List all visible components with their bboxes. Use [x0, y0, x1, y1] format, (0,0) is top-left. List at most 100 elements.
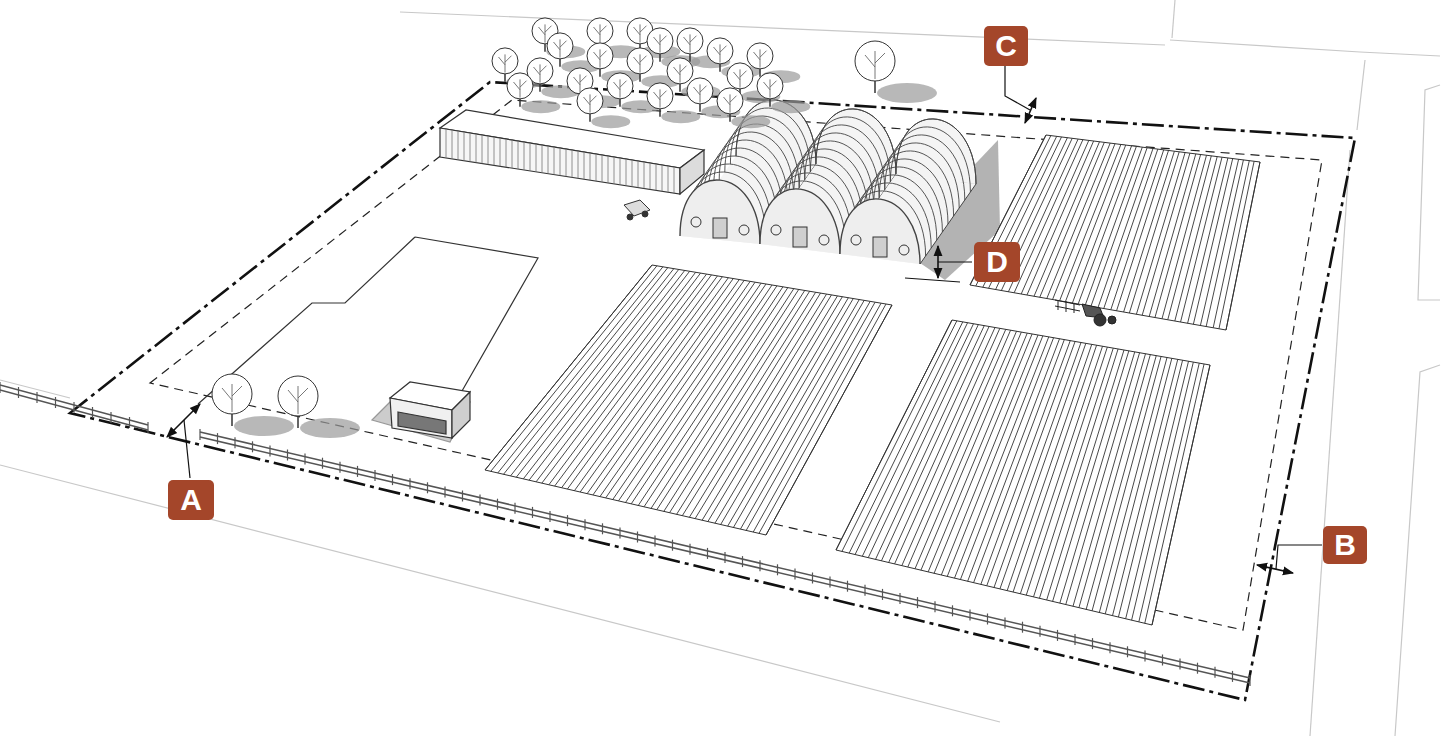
fence-post — [92, 407, 93, 418]
fence-post — [1197, 663, 1198, 674]
crop-row — [1020, 346, 1102, 594]
crop-row — [1136, 153, 1185, 315]
tree-branches — [654, 89, 667, 107]
crop-row — [689, 294, 826, 517]
crop-row — [1152, 365, 1210, 625]
fence-post — [36, 392, 37, 403]
tree-crown — [757, 73, 783, 99]
crop-row — [987, 341, 1075, 585]
cart — [624, 200, 650, 220]
dimension-arrow — [1257, 565, 1293, 573]
road-edge — [1357, 60, 1365, 130]
crop-row — [1085, 147, 1142, 305]
tree-branches — [554, 39, 567, 57]
crop-row — [1168, 156, 1212, 320]
tree-branches — [222, 384, 242, 412]
fence-post — [269, 445, 270, 456]
tree-branches — [594, 24, 607, 42]
tree-branches — [724, 94, 737, 112]
crop-row — [1118, 360, 1182, 617]
siding-line — [488, 136, 489, 164]
fence-post — [917, 597, 918, 608]
siding-line — [608, 156, 609, 183]
fence-post — [619, 527, 620, 538]
tree-crown — [717, 88, 743, 114]
fence-post — [934, 601, 935, 612]
road-edge — [1395, 365, 1440, 736]
fence-post — [724, 552, 725, 563]
fence-post — [969, 609, 970, 620]
leader-line — [1005, 66, 1030, 110]
fence-post — [217, 433, 218, 444]
tree-shadow — [661, 110, 700, 123]
property-line — [70, 82, 1355, 700]
fence-post — [199, 429, 200, 440]
fence-post — [0, 382, 1, 393]
crop-row — [715, 298, 848, 523]
crop-row — [1013, 345, 1096, 592]
crop-row — [1139, 363, 1199, 622]
road-edge — [1172, 0, 1175, 38]
siding-line — [674, 167, 675, 193]
tree-shadow — [300, 418, 360, 438]
road-edge — [1310, 150, 1350, 736]
crop-row — [516, 269, 678, 477]
fence-post — [234, 437, 235, 448]
crop-row — [902, 329, 1006, 565]
fence-post — [73, 402, 74, 413]
greenhouse-hoop — [760, 189, 840, 254]
tree-crown — [507, 73, 533, 99]
fence-post — [567, 515, 568, 526]
tractor — [1055, 300, 1116, 326]
crop-row — [836, 320, 952, 550]
crop-row — [1060, 352, 1135, 603]
crop-row — [511, 269, 674, 476]
greenhouse-hoop — [680, 180, 760, 244]
fence-post — [1127, 646, 1128, 657]
crop-row — [889, 328, 995, 563]
barn-wall — [440, 128, 680, 194]
trailer — [1055, 300, 1080, 313]
fence-post — [479, 495, 480, 506]
greenhouse-fan — [691, 217, 701, 227]
tree-branches — [684, 34, 697, 52]
siding-line — [464, 132, 465, 161]
fence-post — [829, 577, 830, 588]
crop-row — [682, 293, 820, 516]
crop-row — [702, 296, 837, 520]
tree-crown — [627, 48, 653, 74]
crop-row — [542, 273, 701, 483]
fence-post — [18, 387, 19, 398]
crop-row — [1026, 347, 1107, 595]
tree-crown — [547, 33, 573, 59]
tree-branches — [634, 54, 647, 72]
crop-row — [657, 289, 799, 509]
tree-crown — [747, 43, 773, 69]
fence-post — [147, 422, 148, 433]
road-edge — [1170, 40, 1440, 56]
fence-post — [812, 573, 813, 584]
crop-row — [934, 334, 1032, 573]
fence-post — [252, 441, 253, 452]
tree-crown — [647, 28, 673, 54]
crop-row — [1060, 144, 1121, 300]
siding-line — [476, 134, 477, 163]
fence-post — [847, 581, 848, 592]
fence-post — [1214, 667, 1215, 678]
crop-row — [728, 300, 860, 527]
tree-branches — [694, 84, 707, 102]
crop-row — [1072, 146, 1131, 303]
fence-post — [1022, 622, 1023, 633]
fence-post — [602, 523, 603, 534]
fence-post — [549, 511, 550, 522]
fence-post — [514, 503, 515, 514]
greenhouse-door — [713, 218, 727, 238]
tractor-wheel — [1108, 316, 1116, 324]
fence-post — [444, 486, 445, 497]
fence-post — [742, 556, 743, 567]
greenhouse-body — [840, 174, 976, 264]
fence-post — [497, 499, 498, 510]
siding-line — [656, 164, 657, 190]
road-edge — [0, 465, 1000, 722]
